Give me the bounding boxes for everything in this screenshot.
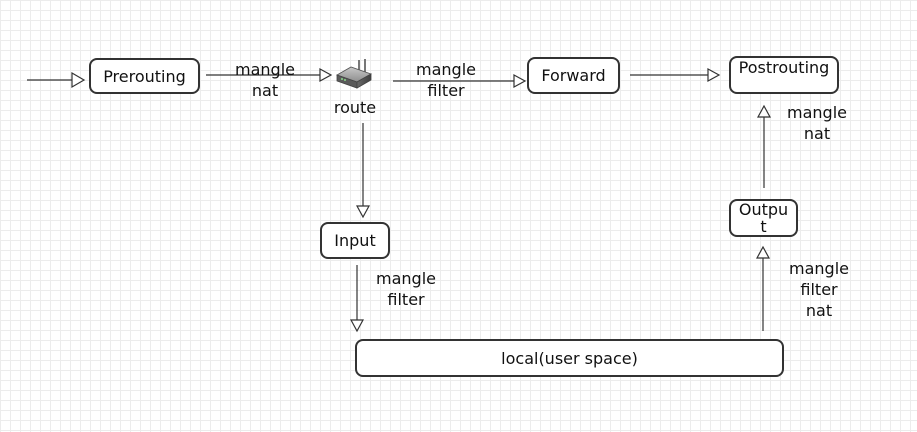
input-label: Input (334, 231, 376, 250)
local-label: local(user space) (501, 348, 638, 368)
local-node[interactable]: local(user space) (355, 339, 784, 377)
route-forward-edge-label: mangle filter (416, 60, 476, 100)
prerouting-node[interactable]: Prerouting (89, 58, 200, 94)
local-output-edge-label: mangle filter nat (789, 259, 849, 320)
input-node[interactable]: Input (320, 222, 390, 259)
router-icon (336, 59, 372, 89)
prerouting-route-edge-label: mangle nat (235, 60, 295, 100)
postrouting-node[interactable]: Postrouting (729, 56, 839, 94)
input-local-edge-label: mangle filter (376, 269, 436, 309)
output-label: Outpu t (738, 200, 789, 236)
output-node[interactable]: Outpu t (729, 199, 798, 237)
router-label: route (333, 98, 377, 117)
forward-node[interactable]: Forward (527, 57, 620, 94)
postrouting-label: Postrouting (738, 58, 830, 77)
forward-label: Forward (541, 66, 606, 85)
output-postrouting-edge-label: mangle nat (787, 103, 847, 143)
prerouting-label: Prerouting (103, 66, 186, 86)
